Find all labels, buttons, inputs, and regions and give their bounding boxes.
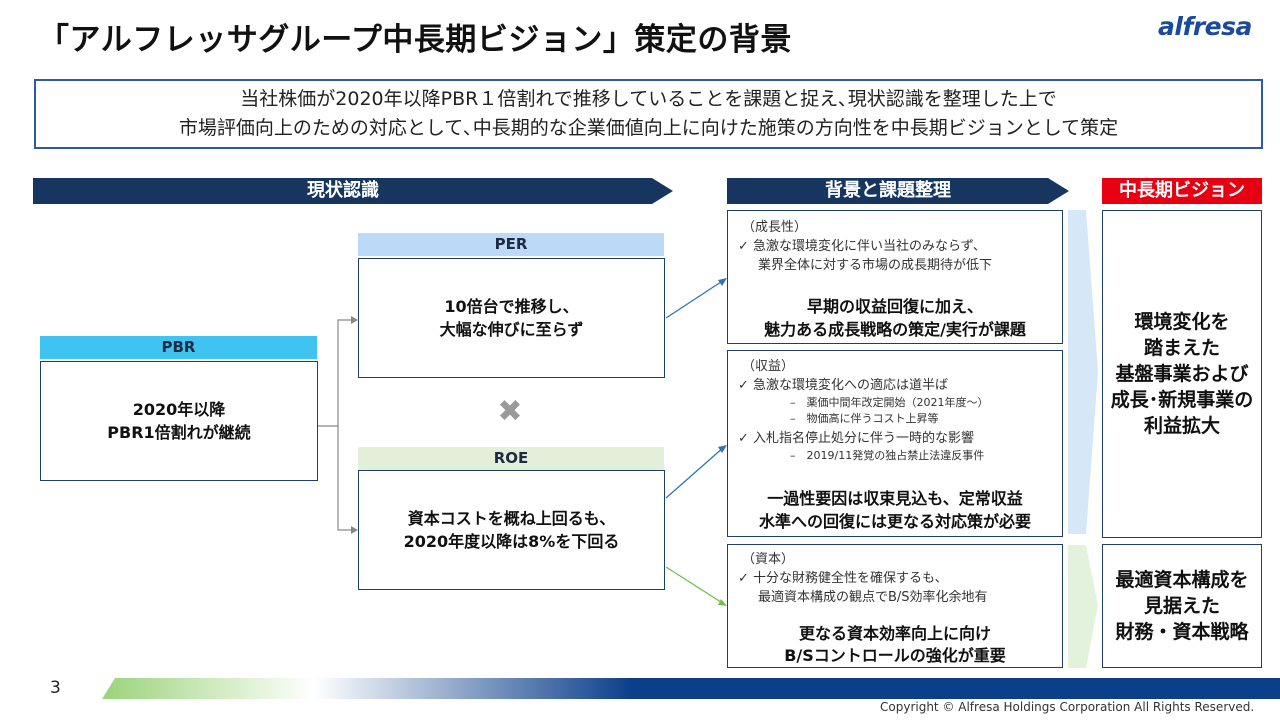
arrow-roe-profit [665, 446, 725, 499]
growth-check-1: ✓ 急激な環境変化に伴い当社のみならず、 [738, 239, 986, 254]
arrow-per-growth [665, 279, 725, 319]
summary-line-1: 当社株価が2020年以降PBR１倍割れで推移していることを課題と捉え､現状認識を… [240, 88, 1057, 110]
growth-tag: （成長性） [742, 220, 808, 235]
connector-pbr-roe [337, 426, 351, 531]
growth-box: （成長性） ✓ 急激な環境変化に伴い当社のみならず、 業界全体に対する市場の成長… [727, 210, 1063, 344]
pbr-line-1: 2020年以降 [132, 400, 226, 419]
growth-check-1-cont: 業界全体に対する市場の成長期待が低下 [758, 258, 993, 273]
vision1-line-3: 基盤事業および [1115, 363, 1249, 385]
multiply-icon: ✖ [497, 394, 523, 429]
vision2-line-1: 最適資本構成を [1115, 569, 1249, 591]
roe-line-1: 資本コストを概ね上回るも、 [407, 509, 616, 528]
capital-check-1: ✓ 十分な財務健全性を確保するも、 [738, 571, 948, 586]
vision1-line-1: 環境変化を [1134, 311, 1230, 333]
profit-conclusion-1: 一過性要因は収束見込も、定常収益 [767, 489, 1023, 508]
page-title: 「アルフレッサグループ中長期ビジョン」策定の背景 [38, 22, 792, 58]
per-line-1: 10倍台で推移し、 [444, 297, 579, 316]
per-line-2: 大幅な伸びに至らず [439, 320, 584, 339]
chevron-arrow-lower [1068, 545, 1098, 668]
profit-check-2: ✓ 入札指名停止処分に伴う一時的な影響 [738, 431, 975, 446]
profit-sub-1: – 薬価中間年改定開始（2021年度～） [790, 396, 989, 409]
growth-conclusion-1: 早期の収益回復に加え、 [806, 297, 983, 316]
chevron-arrow-upper [1068, 210, 1098, 534]
per-box: 10倍台で推移し、 大幅な伸びに至らず [358, 258, 665, 378]
capital-conclusion-2: B/Sコントロールの強化が重要 [784, 646, 1006, 665]
capital-box: （資本） ✓ 十分な財務健全性を確保するも、 最適資本構成の観点でB/S効率化余… [727, 544, 1063, 668]
banner-background: 背景と課題整理 [825, 180, 951, 201]
company-logo: alfresa [1158, 12, 1252, 41]
summary-line-2: 市場評価向上のための対応として､中長期的な企業価値向上に向けた施策の方向性を中長… [178, 117, 1119, 139]
banner-background-shape [727, 178, 1069, 204]
banner-current-situation: 現状認識 [307, 180, 379, 201]
capital-conclusion-1: 更なる資本効率向上に向け [798, 624, 991, 643]
pbr-line-2: PBR1倍割れが継続 [107, 423, 251, 442]
arrow-roe-capital [665, 566, 725, 605]
roe-line-2: 2020年度以降は8%を下回る [403, 532, 620, 551]
vision1-line-4: 成長･新規事業の [1110, 389, 1254, 411]
vision1-line-2: 踏まえた [1143, 337, 1220, 359]
vision1-line-5: 利益拡大 [1143, 415, 1220, 437]
growth-conclusion-2: 魅力ある成長戦略の策定/実行が課題 [764, 320, 1026, 339]
summary-box: 当社株価が2020年以降PBR１倍割れで推移していることを課題と捉え､現状認識を… [34, 79, 1263, 149]
profit-tag: （収益） [742, 359, 795, 374]
profit-conclusion-2: 水準への回復には更なる対応策が必要 [758, 512, 1031, 531]
banner-vision: 中長期ビジョン [1102, 178, 1262, 204]
vision2-line-3: 財務・資本戦略 [1115, 621, 1249, 643]
profit-sub-2: – 物価高に伴うコスト上昇等 [790, 412, 939, 425]
banner-current-shape [33, 178, 673, 204]
profit-check-1: ✓ 急激な環境変化への適応は道半ば [738, 378, 949, 393]
pbr-box: 2020年以降 PBR1倍割れが継続 [40, 361, 318, 481]
capital-check-1-cont: 最適資本構成の観点でB/S効率化余地有 [758, 590, 988, 605]
pbr-header: PBR [40, 336, 317, 359]
footer-stripe [102, 678, 1280, 699]
connector-pbr-per [318, 319, 351, 427]
profit-sub-3: – 2019/11発覚の独占禁止法違反事件 [790, 449, 985, 462]
capital-tag: （資本） [742, 552, 795, 567]
per-header: PER [358, 233, 664, 256]
copyright: Copyright © Alfresa Holdings Corporation… [880, 700, 1255, 714]
roe-box: 資本コストを概ね上回るも、 2020年度以降は8%を下回る [358, 470, 665, 590]
page-number: 3 [50, 678, 61, 698]
vision-box-capital: 最適資本構成を 見据えた 財務・資本戦略 [1102, 544, 1262, 668]
profit-box: （収益） ✓ 急激な環境変化への適応は道半ば – 薬価中間年改定開始（2021年… [727, 350, 1063, 537]
vision-box-profit: 環境変化を 踏まえた 基盤事業および 成長･新規事業の 利益拡大 [1102, 210, 1262, 538]
vision2-line-2: 見据えた [1143, 595, 1220, 617]
roe-header: ROE [358, 447, 664, 470]
